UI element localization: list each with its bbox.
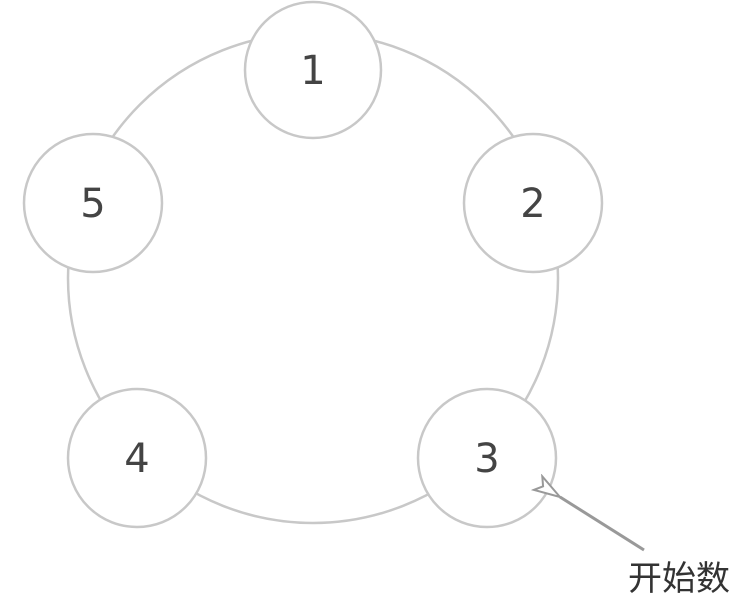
node-5: 5 (22, 132, 164, 274)
arrow-icon (560, 497, 645, 552)
node-4: 4 (66, 387, 208, 529)
node-label: 1 (300, 48, 325, 94)
node-label: 4 (124, 436, 149, 482)
node-label: 5 (80, 181, 105, 227)
node-label: 2 (520, 181, 545, 227)
node-3: 3 (416, 387, 558, 529)
node-label: 3 (474, 436, 499, 482)
node-2: 2 (462, 132, 604, 274)
start-count-label: 开始数 (628, 559, 730, 599)
node-1: 1 (243, 0, 383, 140)
